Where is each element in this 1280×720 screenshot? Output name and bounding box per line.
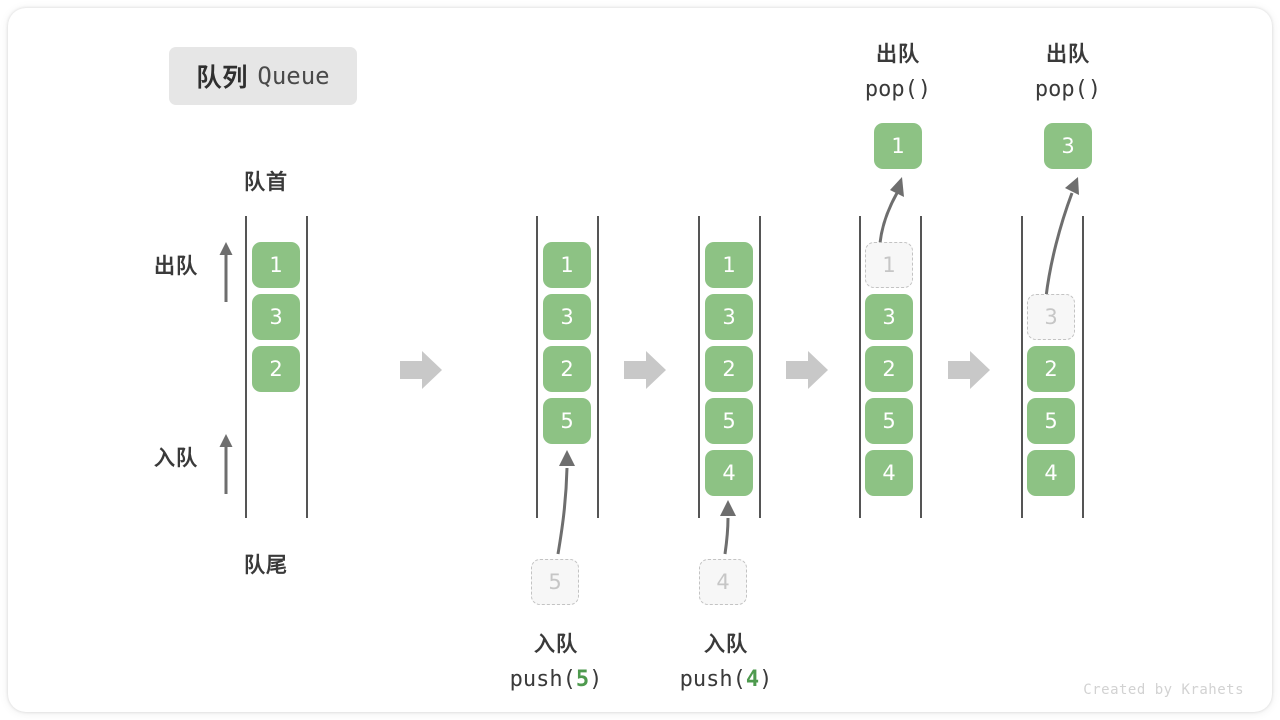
front-label: 队首 xyxy=(244,170,288,194)
push-4-code-pre: push( xyxy=(679,667,746,692)
queue-cell: 3 xyxy=(543,294,591,340)
title-chinese: 队列 xyxy=(196,63,249,92)
step-separator-arrow-icon xyxy=(786,351,828,389)
incoming-ghost-cell: 4 xyxy=(699,559,747,605)
rail-right-stage-1 xyxy=(306,216,308,518)
rail-left-stage-4 xyxy=(859,216,861,518)
push-4-code-num: 4 xyxy=(745,667,760,692)
pop-motion-arrow xyxy=(1044,177,1079,298)
rail-left-stage-2 xyxy=(536,216,538,518)
rail-left-stage-5 xyxy=(1021,216,1023,518)
rear-label: 队尾 xyxy=(244,553,288,577)
pop-1-code: pop() xyxy=(864,77,932,102)
step-separator-arrow-icon xyxy=(948,351,990,389)
enqueue-direction-arrow xyxy=(219,434,233,494)
push-4-code: push(4) xyxy=(648,662,804,698)
dequeue-direction-arrow xyxy=(219,242,233,302)
queue-cell: 5 xyxy=(1027,398,1075,444)
rail-right-stage-5 xyxy=(1082,216,1084,518)
rail-right-stage-4 xyxy=(920,216,922,518)
popped-cell: 3 xyxy=(1044,123,1092,169)
outgoing-ghost-cell: 1 xyxy=(865,242,913,288)
push-5-label: 入队 push(5) xyxy=(478,626,634,698)
enqueue-label: 入队 xyxy=(154,446,198,470)
step-separator-arrow-icon xyxy=(624,351,666,389)
queue-cell: 4 xyxy=(865,450,913,496)
credit-text: Created by Krahets xyxy=(1083,682,1244,698)
title-badge: 队列 Queue xyxy=(169,47,357,105)
queue-cell: 1 xyxy=(543,242,591,288)
pop-motion-arrow xyxy=(878,177,904,244)
push-motion-arrow xyxy=(556,450,575,555)
push-motion-arrow xyxy=(720,500,736,555)
popped-cell: 1 xyxy=(874,123,922,169)
queue-cell: 1 xyxy=(252,242,300,288)
queue-cell: 3 xyxy=(705,294,753,340)
step-separator-arrow-icon xyxy=(400,351,442,389)
pop-1-label: 出队 pop() xyxy=(820,36,976,108)
push-5-code-post: ) xyxy=(589,667,603,692)
rail-left-stage-1 xyxy=(245,216,247,518)
rail-left-stage-3 xyxy=(698,216,700,518)
pop-1-cn: 出队 xyxy=(876,42,920,66)
pop-2-code: pop() xyxy=(1034,77,1102,102)
rail-right-stage-3 xyxy=(759,216,761,518)
push-5-code-pre: push( xyxy=(509,667,576,692)
push-4-label: 入队 push(4) xyxy=(648,626,804,698)
queue-cell: 3 xyxy=(865,294,913,340)
rail-right-stage-2 xyxy=(597,216,599,518)
pop-2-label: 出队 pop() xyxy=(990,36,1146,108)
queue-cell: 1 xyxy=(705,242,753,288)
queue-cell: 2 xyxy=(252,346,300,392)
queue-cell: 2 xyxy=(543,346,591,392)
diagram-card: 队列 Queue 队首 队尾 出队 入队 1 3 2 1 3 2 5 5 入队 … xyxy=(8,8,1272,712)
queue-cell: 4 xyxy=(705,450,753,496)
push-4-cn: 入队 xyxy=(704,632,748,656)
push-5-cn: 入队 xyxy=(534,632,578,656)
push-4-code-post: ) xyxy=(759,667,773,692)
push-5-code-num: 5 xyxy=(575,667,590,692)
incoming-ghost-cell: 5 xyxy=(531,559,579,605)
dequeue-label: 出队 xyxy=(154,254,198,278)
queue-cell: 5 xyxy=(543,398,591,444)
queue-cell: 2 xyxy=(865,346,913,392)
queue-cell: 4 xyxy=(1027,450,1075,496)
queue-cell: 5 xyxy=(705,398,753,444)
title-english: Queue xyxy=(257,62,330,90)
queue-cell: 2 xyxy=(1027,346,1075,392)
queue-cell: 3 xyxy=(252,294,300,340)
queue-cell: 2 xyxy=(705,346,753,392)
outgoing-ghost-cell: 3 xyxy=(1027,294,1075,340)
push-5-code: push(5) xyxy=(478,662,634,698)
pop-2-cn: 出队 xyxy=(1046,42,1090,66)
queue-cell: 5 xyxy=(865,398,913,444)
